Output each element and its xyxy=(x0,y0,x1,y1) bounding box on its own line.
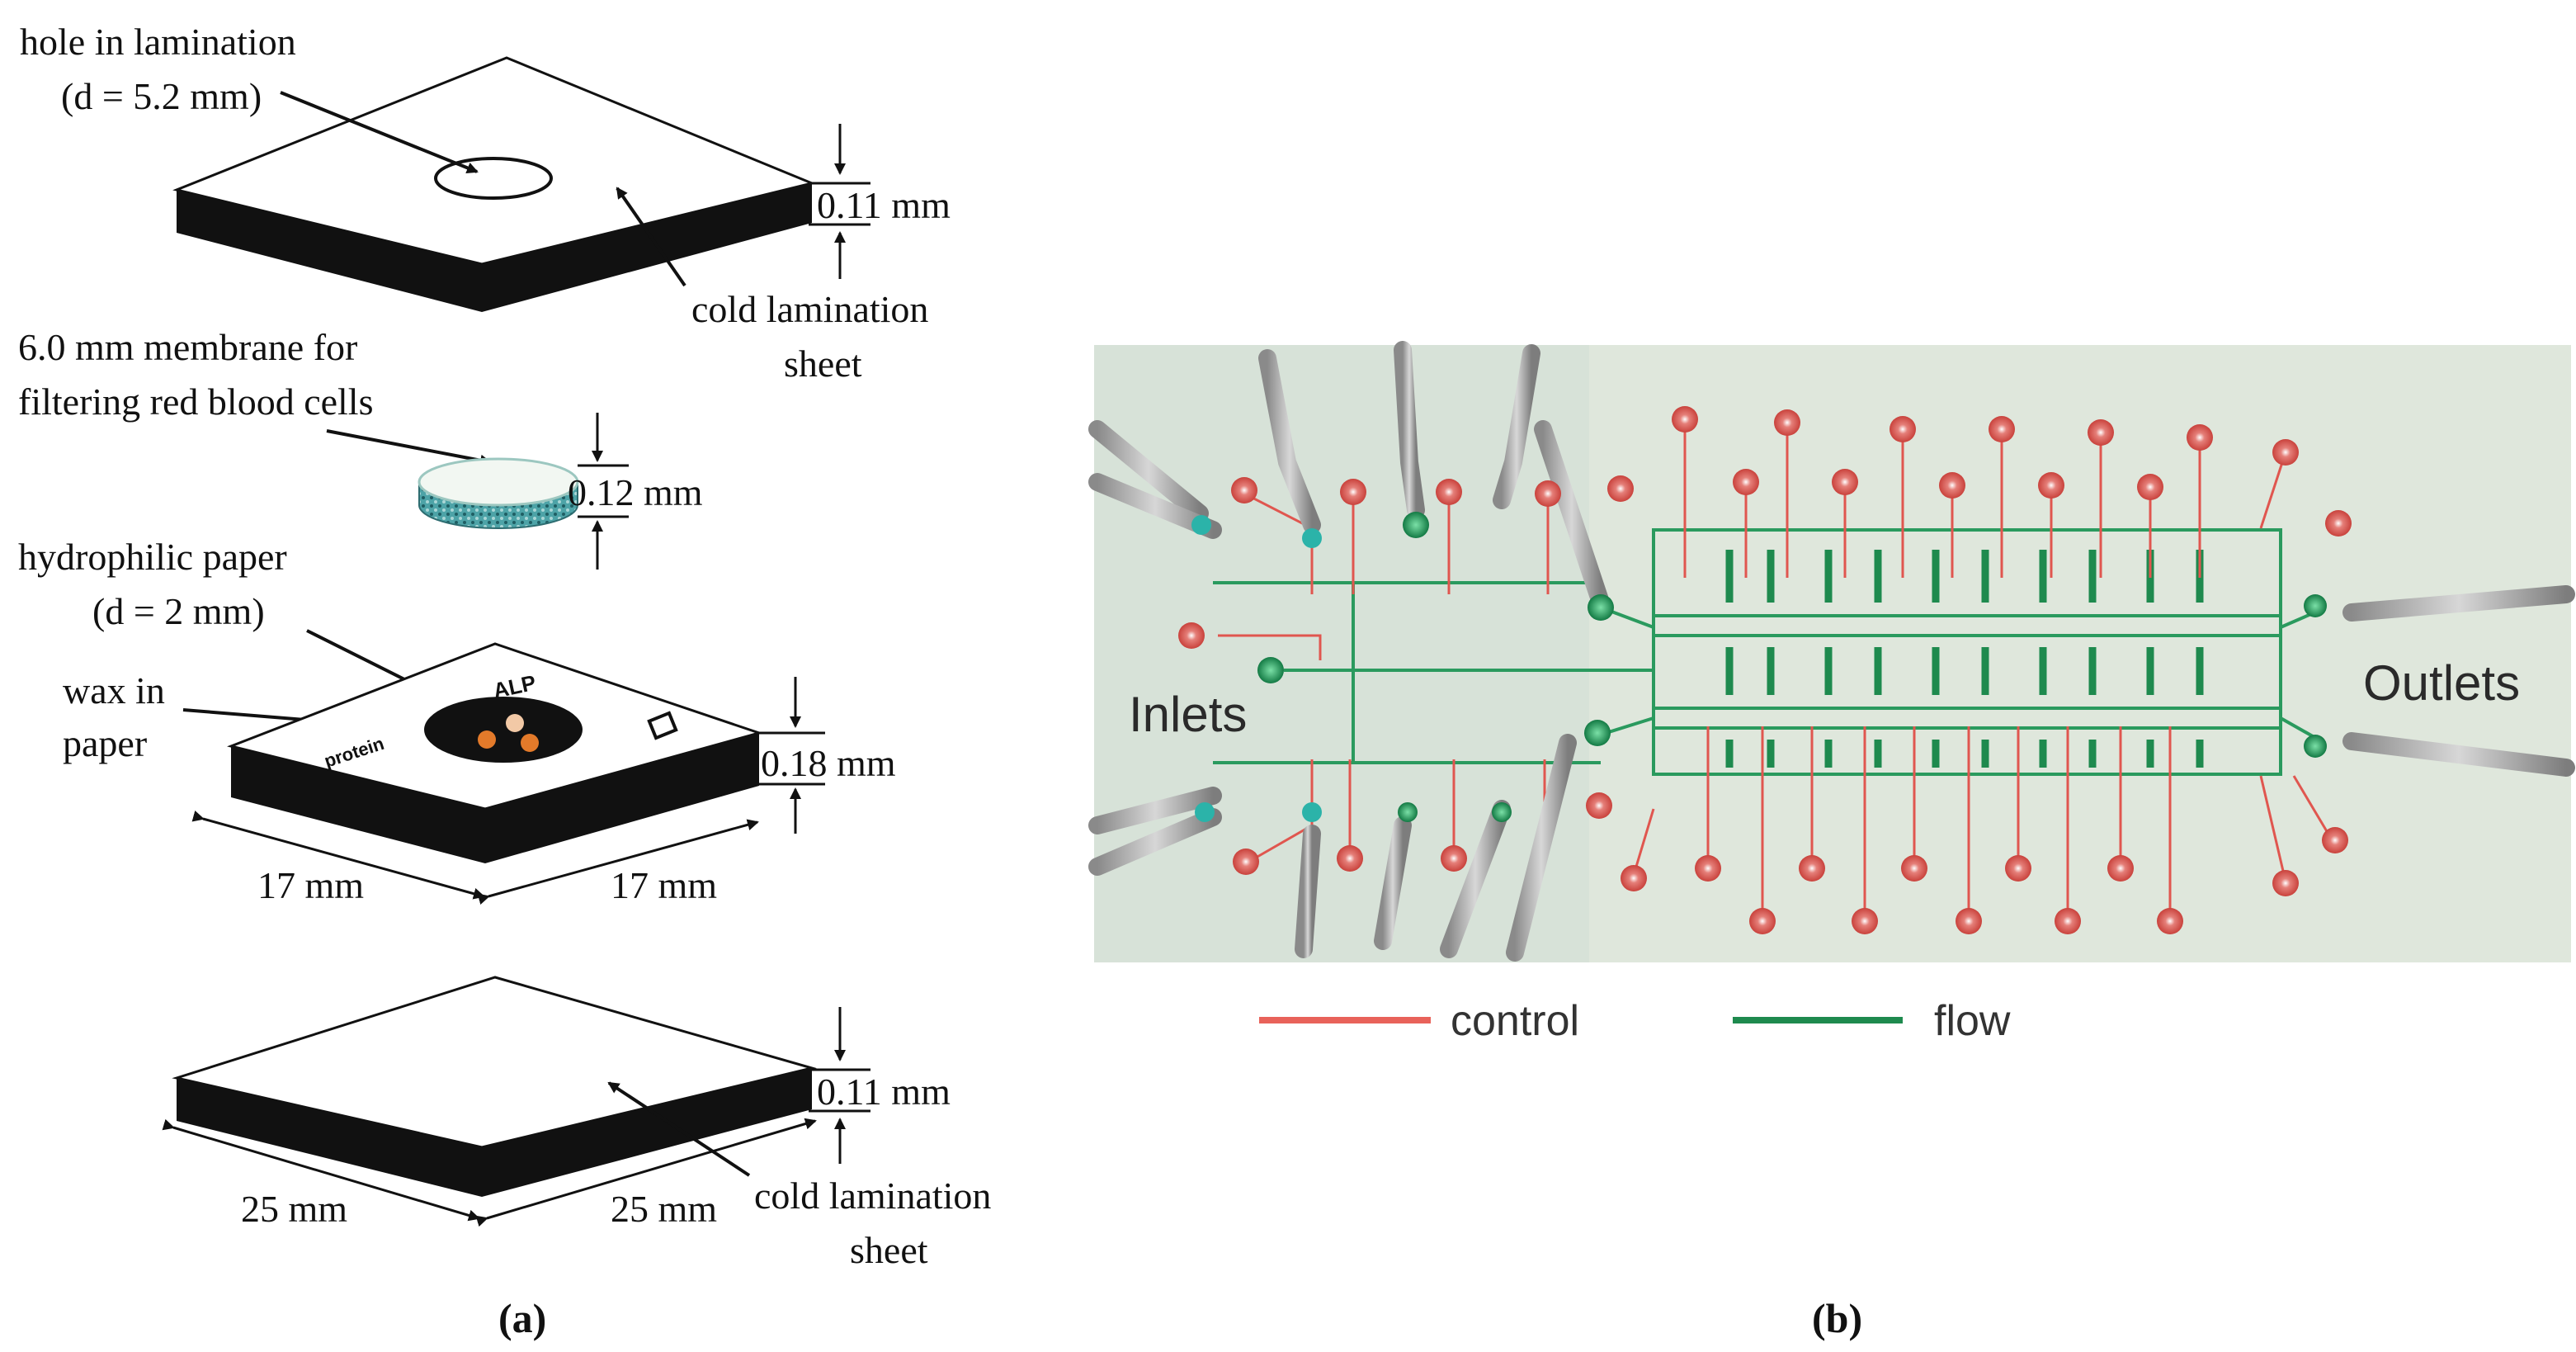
tubing xyxy=(1088,341,2575,962)
paper-mark-icon xyxy=(647,711,678,740)
bottom-width-right-line xyxy=(475,1118,817,1227)
chip-photo: Inlets Outlets xyxy=(1088,341,2575,962)
membrane-thickness-label: 0.12 mm xyxy=(568,471,703,513)
hole-label-line1: hole in lamination xyxy=(20,21,296,63)
panel-b: Inlets Outlets control flow (b) xyxy=(1088,341,2575,1341)
panel-b-caption: (b) xyxy=(1812,1295,1862,1341)
bottom-side-label-line1: cold lamination xyxy=(754,1175,991,1217)
wax-label-line1: wax in xyxy=(63,669,165,711)
paper-width-left-label: 17 mm xyxy=(257,864,364,906)
flow-ports xyxy=(1191,512,2327,822)
hole-pointer-arrow xyxy=(280,91,479,174)
legend-control-label: control xyxy=(1451,997,1579,1045)
hole-label-line2: (d = 5.2 mm) xyxy=(61,75,262,117)
panel-a-caption: (a) xyxy=(498,1295,546,1341)
bottom-width-left-line xyxy=(162,1118,480,1222)
control-ports xyxy=(1178,406,2352,934)
panel-a: hole in lamination (d = 5.2 mm) 0.11 mm … xyxy=(18,21,991,1341)
outlets-label: Outlets xyxy=(2363,655,2520,711)
paper-spot-3 xyxy=(521,734,539,752)
membrane-pointer-arrow xyxy=(326,429,492,466)
paper-label-line1: hydrophilic paper xyxy=(18,536,287,578)
top-side-label-line1: cold lamination xyxy=(691,288,928,330)
membrane-layer: 6.0 mm membrane for filtering red blood … xyxy=(18,326,703,570)
paper-width-right-label: 17 mm xyxy=(611,864,717,906)
bottom-lamination-layer: 0.11 mm cold lamination sheet 25 mm 25 m… xyxy=(162,976,991,1271)
top-side-label-line2: sheet xyxy=(784,343,862,385)
wax-circle xyxy=(424,697,583,763)
wax-label-line2: paper xyxy=(63,722,147,764)
top-layer-side-left xyxy=(177,190,482,312)
bottom-width-left-label: 25 mm xyxy=(241,1188,347,1230)
bottom-side-label-line2: sheet xyxy=(850,1229,928,1271)
inlets-label: Inlets xyxy=(1129,687,1247,742)
paper-width-left-line xyxy=(191,811,485,900)
top-side-label-arrow xyxy=(616,187,686,287)
bottom-width-right-label: 25 mm xyxy=(611,1188,717,1230)
legend-flow-label: flow xyxy=(1934,997,2011,1045)
paper-label-line2: (d = 2 mm) xyxy=(92,590,265,632)
lamination-hole xyxy=(434,157,553,200)
membrane-label-line1: 6.0 mm membrane for xyxy=(18,326,357,368)
membrane-label-line2: filtering red blood cells xyxy=(18,381,374,423)
paper-spot-2 xyxy=(506,714,524,732)
paper-width-right-line xyxy=(477,819,759,905)
top-thickness-label: 0.11 mm xyxy=(817,184,951,226)
membrane-disk-top xyxy=(418,457,579,507)
paper-layer: hydrophilic paper (d = 2 mm) wax in pape… xyxy=(18,536,896,906)
bottom-thickness-label: 0.11 mm xyxy=(817,1071,951,1113)
top-lamination-layer: hole in lamination (d = 5.2 mm) 0.11 mm … xyxy=(20,21,951,385)
paper-spot-1 xyxy=(478,730,496,749)
flow-network xyxy=(1213,528,2319,776)
top-layer-side-right xyxy=(482,183,812,312)
legend: control flow xyxy=(1259,997,2011,1045)
paper-thickness-label: 0.18 mm xyxy=(761,742,896,784)
